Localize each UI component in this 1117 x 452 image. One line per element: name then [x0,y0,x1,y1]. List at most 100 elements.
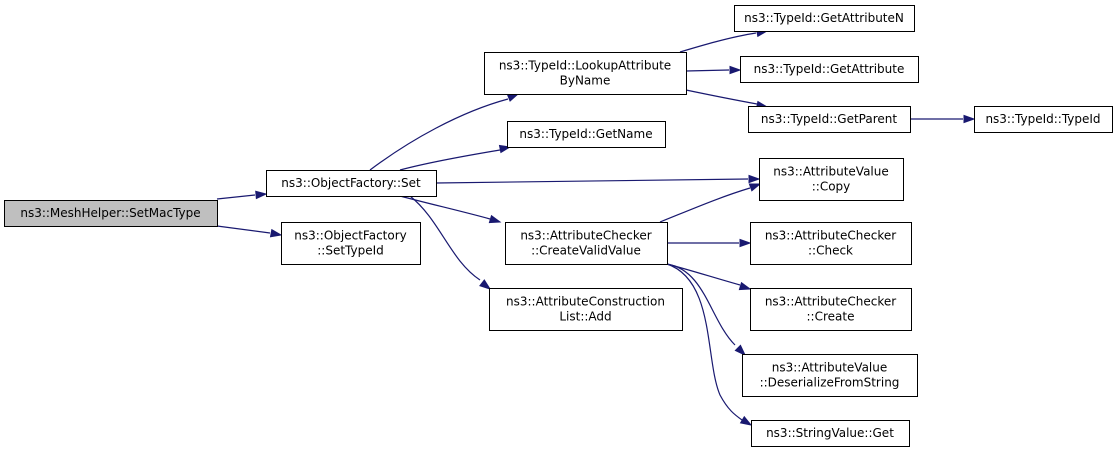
node-label: ::DeserializeFromString [760,376,900,390]
edge-line [409,195,481,281]
node-label: ns3::TypeId::TypeId [985,112,1100,126]
arrowhead [269,228,283,238]
edge-tid-lookup-to-tid-getattrn [679,28,769,53]
node-mesh-setmactype[interactable]: ns3::MeshHelper::SetMacType [4,200,218,227]
node-label: ns3::ObjectFactory [294,229,407,243]
edge-of-set-to-acl-add [409,195,492,290]
arrowhead [734,344,747,357]
edge-tid-getparent-to-tid-typeid [910,114,976,124]
node-tid-getparent[interactable]: ns3::TypeId::GetParent [748,106,911,133]
node-box[interactable] [484,52,687,95]
edge-line [685,89,758,105]
node-box[interactable] [505,222,668,265]
arrowhead [739,415,753,426]
node-av-deserialize[interactable]: ns3::AttributeValue::DeserializeFromStri… [742,354,918,397]
node-label: ::CreateValidValue [531,244,641,258]
node-tid-typeid[interactable]: ns3::TypeId::TypeId [974,106,1113,133]
node-label: ns3::TypeId::GetParent [761,112,897,126]
node-of-set[interactable]: ns3::ObjectFactory::Set [266,170,437,197]
node-label: ns3::AttributeChecker [765,229,896,243]
node-label: ns3::AttributeValue [772,361,888,375]
node-box[interactable] [266,170,437,197]
node-label: ns3::AttributeConstruction [506,295,665,309]
node-box[interactable] [748,106,911,133]
edge-line [435,178,749,184]
edge-ac-createvalid-to-ac-check [667,238,752,248]
node-ac-check[interactable]: ns3::AttributeChecker::Check [750,222,912,265]
nodes-layer: ns3::MeshHelper::SetMacTypens3::ObjectFa… [4,5,1113,447]
arrowhead [748,174,761,184]
arrowhead [738,281,752,291]
edge-tid-lookup-to-tid-getattr [685,65,742,75]
node-box[interactable] [489,288,683,331]
node-tid-getname[interactable]: ns3::TypeId::GetName [507,121,666,148]
arrowhead [739,238,752,248]
arrowhead [729,65,742,75]
arrowhead [963,114,976,124]
node-tid-getattrn[interactable]: ns3::TypeId::GetAttributeN [734,5,915,32]
node-box[interactable] [507,121,666,148]
node-label: ns3::TypeId::GetAttribute [754,62,905,76]
edge-line [216,225,271,234]
node-ac-createvalid[interactable]: ns3::AttributeChecker::CreateValidValue [505,222,668,265]
node-box[interactable] [4,200,218,227]
arrowhead [255,190,268,200]
edge-line [666,263,743,421]
node-label: ::SetTypeId [317,244,384,258]
node-label: ns3::AttributeChecker [765,295,896,309]
node-av-copy[interactable]: ns3::AttributeValue::Copy [759,158,904,201]
edge-of-set-to-tid-lookup [369,93,520,171]
node-label: ::Check [808,244,853,258]
node-label: ns3::AttributeChecker [520,229,651,243]
arrowhead [748,183,762,192]
edge-of-set-to-av-copy [435,174,761,184]
edges-layer [216,28,976,426]
node-label: ns3::TypeId::GetName [519,127,652,141]
edge-ac-createvalid-to-sv-get [666,263,753,426]
node-label: ns3::ObjectFactory::Set [281,176,421,190]
node-box[interactable] [734,5,915,32]
node-box[interactable] [742,354,918,397]
edge-ac-createvalid-to-av-copy [659,183,762,223]
edge-line [659,187,751,223]
node-tid-getattr[interactable]: ns3::TypeId::GetAttribute [740,56,919,83]
node-label: ns3::TypeId::GetAttributeN [744,11,904,25]
arrowhead [506,93,520,102]
node-label: ns3::StringValue::Get [766,426,894,440]
edge-line [399,149,501,171]
node-box[interactable] [751,420,910,447]
node-label: ns3::AttributeValue [773,165,889,179]
node-sv-get[interactable]: ns3::StringValue::Get [751,420,910,447]
edge-line [369,98,509,171]
arrowhead [479,279,492,290]
node-box[interactable] [740,56,919,83]
edge-line [679,32,757,53]
edge-mesh-setmactype-to-of-settypeid [216,225,283,238]
node-label: ns3::TypeId::LookupAttribute [499,59,671,73]
edge-line [685,69,730,72]
node-label: ns3::MeshHelper::SetMacType [20,206,200,220]
node-label: ::Copy [812,180,851,194]
node-box[interactable] [750,222,912,265]
node-ac-create[interactable]: ns3::AttributeChecker::Create [750,288,912,331]
edge-line [666,263,736,346]
arrowhead [488,214,502,224]
edge-mesh-setmactype-to-of-set [216,190,268,200]
node-label: ::Create [807,310,855,324]
node-box[interactable] [974,106,1113,133]
node-label: ByName [560,74,611,88]
edge-of-set-to-ac-createvalid [399,195,502,224]
edge-line [399,195,491,220]
edge-of-set-to-tid-getname [399,144,512,171]
edge-line [216,194,256,200]
node-box[interactable] [759,158,904,201]
edge-ac-createvalid-to-av-deserialize [666,263,747,357]
node-label: List::Add [559,310,611,324]
edge-tid-lookup-to-tid-getparent [685,89,769,110]
node-of-settypeid[interactable]: ns3::ObjectFactory::SetTypeId [281,222,421,265]
node-box[interactable] [281,222,421,265]
node-box[interactable] [750,288,912,331]
